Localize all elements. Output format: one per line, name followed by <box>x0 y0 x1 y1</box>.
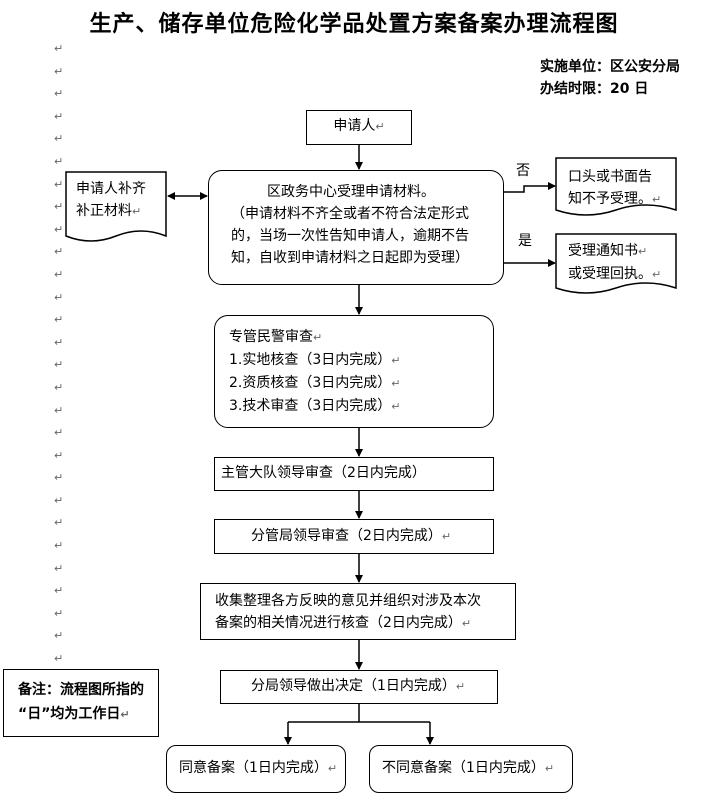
paragraph-mark: ↵ <box>132 205 142 218</box>
paragraph-mark: ↵ <box>54 652 64 666</box>
supplement-line: 补正材料 <box>76 203 132 219</box>
paragraph-mark: ↵ <box>638 245 648 258</box>
collect-line: 备案的相关情况进行核查（2日内完成） <box>215 615 462 631</box>
paragraph-mark: ↵ <box>391 354 401 367</box>
paragraph-mark: ↵ <box>375 120 385 133</box>
paragraph-mark: ↵ <box>461 617 472 630</box>
note-line: 流程图所指的 <box>60 682 144 698</box>
note-line: “日”均为工作日 <box>18 706 121 722</box>
paragraph-mark: ↵ <box>391 377 401 390</box>
applicant-box: 申请人↵ <box>306 110 412 145</box>
accept-materials-box: 区政务中心受理申请材料。 （申请材料不齐全或者不符合法定形式 的，当场一次性告知… <box>208 170 504 285</box>
paragraph-mark: ↵ <box>652 193 662 206</box>
disagree-box: 不同意备案（1日内完成）↵ <box>369 745 573 793</box>
collect-line: 收集整理各方反映的意见并组织对涉及本次 <box>215 593 481 609</box>
branch-no-label: 否 <box>516 163 530 179</box>
agree-box: 同意备案（1日内完成）↵ <box>166 745 346 793</box>
agree-label: 同意备案（1日内完成） <box>179 760 328 776</box>
paragraph-mark: ↵ <box>54 64 64 78</box>
paragraph-mark: ↵ <box>54 290 64 304</box>
accept-notice-line: 受理通知书 <box>568 243 638 259</box>
paragraph-mark: ↵ <box>455 680 466 693</box>
paragraph-mark: ↵ <box>54 87 64 101</box>
disagree-label: 不同意备案（1日内完成） <box>382 760 545 776</box>
paragraph-mark: ↵ <box>54 403 64 417</box>
paragraph-mark: ↵ <box>54 335 64 349</box>
time-limit: 办结时限：20 日 <box>540 81 649 97</box>
review-line: 3.技术审查（3日内完成） <box>229 398 392 414</box>
review-line: 1.实地核查（3日内完成） <box>229 352 392 368</box>
reject-notice-box: 口头或书面告 知不予受理。↵ <box>568 166 661 211</box>
paragraph-mark: ↵ <box>54 109 64 123</box>
paragraph-mark: ↵ <box>313 331 323 344</box>
reject-notice-line: 口头或书面告 <box>568 169 652 185</box>
paragraph-mark: ↵ <box>54 154 64 168</box>
paragraph-mark: ↵ <box>54 313 64 327</box>
page-title: 生产、储存单位危险化学品处置方案备案办理流程图 <box>89 12 619 37</box>
paragraph-mark: ↵ <box>54 561 64 575</box>
supplement-doc-shape <box>65 171 167 242</box>
paragraph-mark: ↵ <box>54 539 64 553</box>
paragraph-mark: ↵ <box>54 629 64 643</box>
collect-opinions-box: 收集整理各方反映的意见并组织对涉及本次 备案的相关情况进行核查（2日内完成）↵ <box>200 583 516 640</box>
decision-label: 分局领导做出决定（1日内完成） <box>251 678 456 694</box>
accept-doc-shape <box>555 233 677 294</box>
paragraph-mark: ↵ <box>441 530 452 543</box>
sub-bureau-review-label: 分管局领导审查（2日内完成） <box>251 528 442 544</box>
brigade-review-box: 主管大队领导审查（2日内完成） <box>214 457 494 491</box>
paragraph-mark: ↵ <box>54 42 64 55</box>
police-review-box: 专管民警审查↵ 1.实地核查（3日内完成）↵ 2.资质核查（3日内完成）↵ 3.… <box>214 315 494 428</box>
paragraph-mark: ↵ <box>54 493 64 507</box>
paragraph-mark: ↵ <box>54 245 64 259</box>
applicant-label: 申请人 <box>333 118 376 134</box>
review-line: 专管民警审查 <box>229 329 313 345</box>
paragraph-mark: ↵ <box>54 448 64 462</box>
paragraph-mark: ↵ <box>652 268 662 281</box>
branch-yes-label: 是 <box>518 233 532 249</box>
paragraph-mark: ↵ <box>54 267 64 281</box>
accept-line: 的，当场一次性告知申请人，逾期不告 <box>231 228 469 244</box>
paragraph-mark: ↵ <box>54 380 64 394</box>
reject-notice-line: 知不予受理。 <box>568 191 652 207</box>
reject-doc-shape <box>555 157 677 216</box>
paragraph-mark: ↵ <box>54 584 64 598</box>
sub-bureau-review-box: 分管局领导审查（2日内完成）↵ <box>214 519 494 554</box>
note-box: 备注：流程图所指的 “日”均为工作日↵ <box>3 669 159 737</box>
implementing-unit: 实施单位：区公安分局 <box>540 59 680 75</box>
brigade-review-label: 主管大队领导审查（2日内完成） <box>221 465 426 481</box>
paragraph-mark: ↵ <box>54 200 64 214</box>
paragraph-mark: ↵ <box>120 708 130 721</box>
accept-notice-line: 或受理回执。 <box>568 266 652 282</box>
accept-line: 知，自收到申请材料之日起即为受理） <box>231 250 469 266</box>
paragraph-mark: ↵ <box>391 400 401 413</box>
decision-box: 分局领导做出决定（1日内完成）↵ <box>220 670 498 704</box>
paragraph-mark: ↵ <box>54 471 64 485</box>
paragraph-mark: ↵ <box>54 606 64 620</box>
note-label: 备注： <box>18 682 60 698</box>
review-line: 2.资质核查（3日内完成） <box>229 375 392 391</box>
accept-notice-box: 受理通知书↵ 或受理回执。↵ <box>568 240 661 286</box>
paragraph-mark: ↵ <box>54 132 64 146</box>
paragraph-mark: ↵ <box>327 762 338 775</box>
accept-line: 区政务中心受理申请材料。 <box>267 184 435 200</box>
paragraph-mark: ↵ <box>54 426 64 440</box>
paragraph-mark: ↵ <box>54 222 64 236</box>
supplement-line: 申请人补齐 <box>76 181 146 197</box>
accept-line: （申请材料不齐全或者不符合法定形式 <box>231 206 469 222</box>
paragraph-mark: ↵ <box>54 358 64 372</box>
paragraph-mark: ↵ <box>54 516 64 530</box>
paragraph-mark: ↵ <box>544 762 555 775</box>
supplement-box: 申请人补齐 补正材料↵ <box>76 178 146 223</box>
paragraph-mark: ↵ <box>54 177 64 191</box>
